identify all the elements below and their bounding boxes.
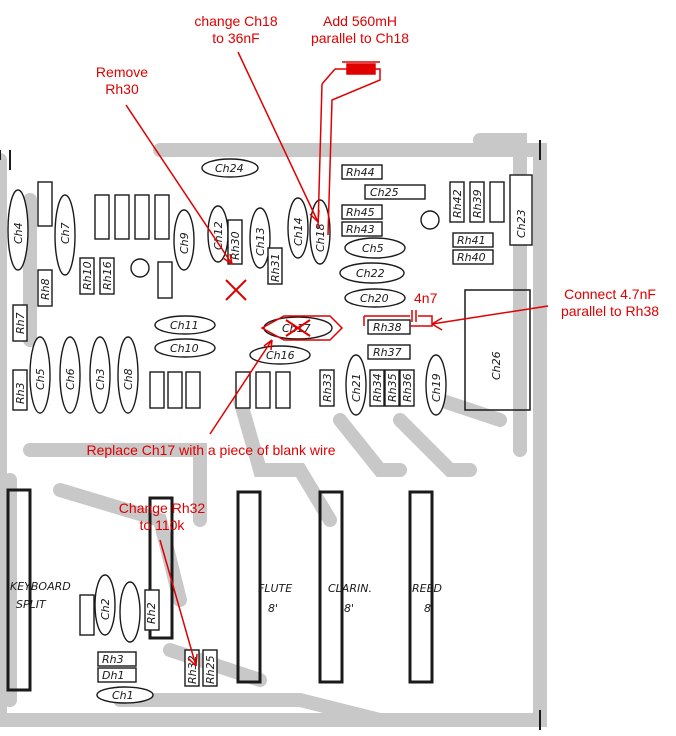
label-ch4: Ch4	[12, 222, 25, 244]
label-rh43: Rh43	[346, 223, 375, 236]
label-ch12: Ch12	[212, 221, 225, 250]
label-ch1: Ch1	[112, 689, 134, 702]
label-ch24: Ch24	[215, 162, 244, 175]
label-rh37: Rh37	[373, 346, 402, 359]
label-rh38: Rh38	[373, 321, 402, 334]
label-ch11: Ch11	[170, 319, 199, 332]
annotation-remove-rh30: Remove Rh30	[82, 64, 162, 98]
components	[7, 158, 533, 704]
label-rh44: Rh44	[346, 166, 375, 179]
annotation-change-ch18-line2: to 36nF	[212, 30, 260, 46]
label-rh33: Rh33	[321, 373, 334, 402]
label-rh39: Rh39	[471, 189, 484, 218]
annotation-add-560mh-line2: parallel to Ch18	[310, 30, 410, 46]
label-rh45: Rh45	[346, 206, 375, 219]
annotation-change-ch18-line1: change Ch18	[194, 13, 278, 29]
board-outline	[0, 140, 541, 730]
label-ch16: Ch16	[266, 349, 295, 362]
label-rh36: Rh36	[401, 373, 414, 402]
label-rh3: Rh3	[14, 382, 27, 404]
label-ch2: Ch2	[99, 598, 112, 620]
label-ch5: Ch5	[362, 242, 384, 255]
label-ch5b: Ch5	[34, 368, 47, 390]
label-ch20: Ch20	[360, 292, 389, 305]
annotation-connect-47nf-line1: Connect 4.7nF	[564, 286, 656, 302]
label-ch10: Ch10	[170, 342, 199, 355]
label-keyboard: KEYBOARD	[10, 580, 71, 593]
label-rh25: Rh25	[204, 655, 217, 684]
label-flute: FLUTE	[258, 582, 292, 595]
annotation-remove-rh30-line2: Rh30	[105, 81, 139, 97]
annotation-connect-47nf: Connect 4.7nF parallel to Rh38	[548, 286, 672, 320]
annotation-change-rh32: Change Rh32 to 110k	[112, 500, 212, 534]
annotation-change-rh32-line2: to 110k	[139, 517, 185, 533]
label-ch21: Ch21	[350, 373, 363, 402]
label-rh31: Rh31	[269, 253, 282, 282]
annotation-remove-rh30-line1: Remove	[95, 64, 149, 80]
label-rh34: Rh34	[371, 373, 384, 402]
label-rh30: Rh30	[229, 231, 242, 260]
label-ch9: Ch9	[178, 232, 191, 254]
annotation-connect-47nf-line2: parallel to Rh38	[560, 303, 660, 319]
label-rh3b: Rh3	[102, 653, 124, 666]
label-ch25: Ch25	[370, 186, 399, 199]
label-ch13: Ch13	[254, 227, 267, 256]
label-ch23: Ch23	[515, 209, 528, 238]
board-labels: Ch24 Rh44 Ch25 Rh45 Rh43 Ch5 Ch22 Ch20 R…	[10, 162, 528, 702]
label-rh40: Rh40	[457, 251, 486, 264]
inductor-560mh-icon	[346, 63, 376, 75]
label-split: SPLIT	[16, 598, 47, 611]
label-ch6: Ch6	[64, 368, 77, 390]
label-rh16: Rh16	[101, 261, 114, 290]
switch-blocks	[6, 289, 531, 692]
label-flute-sub: 8'	[268, 602, 278, 615]
annotation-add-560mh: Add 560mH parallel to Ch18	[300, 13, 420, 47]
label-rh2: Rh2	[145, 602, 158, 624]
label-ch18: Ch18	[314, 223, 327, 252]
label-reed-sub: 8'	[424, 602, 434, 615]
label-ch26: Ch26	[490, 351, 503, 380]
label-ch22: Ch22	[356, 267, 385, 280]
label-dh1: Dh1	[102, 669, 124, 682]
label-ch3: Ch3	[94, 368, 107, 390]
annotation-add-560mh-line1: Add 560mH	[323, 13, 397, 29]
label-clarin: CLARIN.	[328, 582, 372, 595]
label-ch7: Ch7	[59, 222, 72, 244]
annotation-change-ch18: change Ch18 to 36nF	[166, 13, 306, 47]
label-rh41: Rh41	[457, 234, 486, 247]
label-ch8: Ch8	[122, 368, 135, 390]
label-ch19: Ch19	[430, 373, 443, 402]
annotation-marks	[125, 51, 549, 667]
label-rh35: Rh35	[386, 373, 399, 402]
label-reed: REED	[412, 582, 442, 595]
label-rh10: Rh10	[81, 261, 94, 290]
annotation-replace-ch17: Replace Ch17 with a piece of blank wire	[86, 442, 336, 458]
label-rh42: Rh42	[451, 189, 464, 218]
label-ch14: Ch14	[292, 217, 305, 246]
label-clarin-sub: 8'	[344, 602, 354, 615]
label-rh7: Rh7	[14, 312, 27, 334]
annotation-cap-value: 4n7	[414, 290, 438, 306]
label-rh8: Rh8	[39, 278, 52, 300]
annotation-change-rh32-line1: Change Rh32	[118, 500, 206, 516]
